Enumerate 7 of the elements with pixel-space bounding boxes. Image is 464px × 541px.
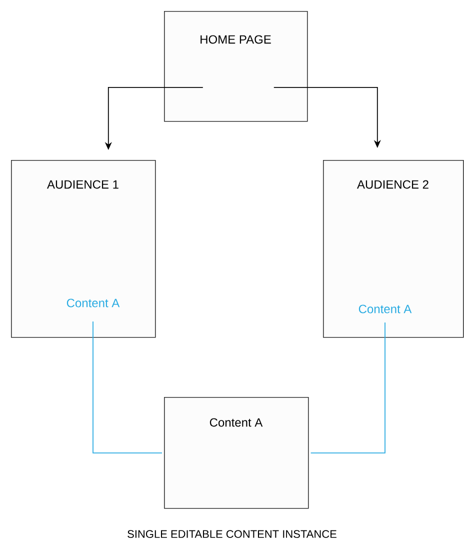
content-label: Content A (66, 298, 120, 308)
connector-line (310, 322, 386, 454)
content-label: Content A (358, 304, 412, 314)
page-box: Content A (164, 397, 309, 509)
caption: SINGLE EDITABLE CONTENT INSTANCE (128, 530, 336, 538)
page-box: HOME PAGE (164, 11, 308, 122)
connector-line (92, 321, 162, 454)
